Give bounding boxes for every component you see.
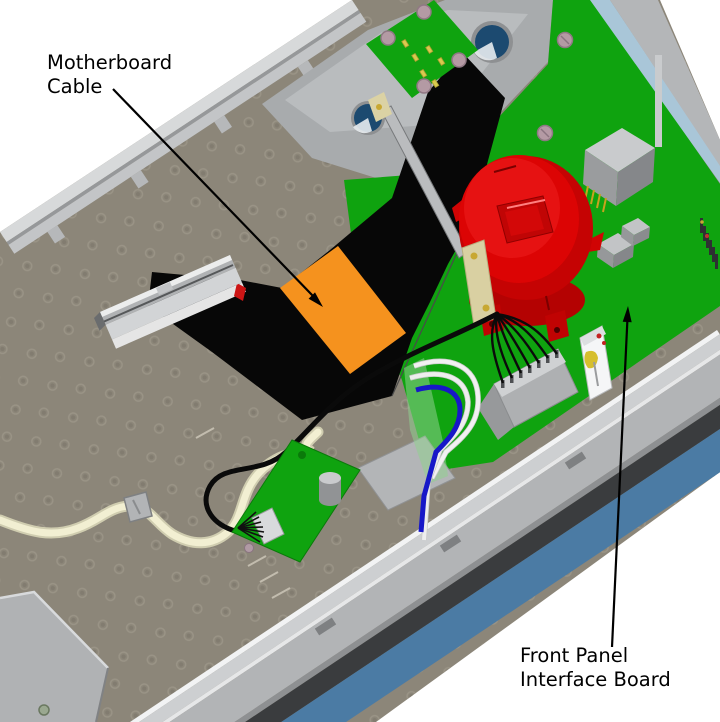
plate-leds xyxy=(401,38,446,89)
rail-standoff xyxy=(47,225,66,244)
speaker-slit xyxy=(493,165,517,173)
component-red-detail xyxy=(596,333,602,339)
top-rail-inner-band xyxy=(8,12,367,254)
connector-block xyxy=(597,218,650,268)
pcb-top-plate xyxy=(366,0,478,98)
front-trim-dark-band xyxy=(245,404,720,722)
top-rail-outer-band xyxy=(0,0,359,242)
connector-slot xyxy=(102,264,234,323)
corner-screw xyxy=(38,704,50,716)
rail-mid-band xyxy=(169,354,720,722)
ribbon-body xyxy=(148,52,505,420)
callout-labels: Motherboard Cable Front Panel Interface … xyxy=(47,51,671,691)
motherboard-cable-callout-line xyxy=(112,88,314,297)
speaker-pole-face xyxy=(505,205,544,236)
plate-screw xyxy=(380,4,467,94)
corner-bracket-highlight xyxy=(0,590,109,669)
bracket-screw xyxy=(482,304,490,312)
motherboard-cable-label-line1: Motherboard xyxy=(47,51,172,74)
side-panel xyxy=(610,0,720,166)
front-panel-board-label-line1: Front Panel xyxy=(520,644,628,667)
corner-bracket-body xyxy=(0,592,108,722)
mounting-bracket xyxy=(461,239,497,327)
fanned-wires xyxy=(490,312,558,384)
chassis-hole xyxy=(471,21,513,63)
corner-bracket xyxy=(0,590,109,722)
motherboard-cable-arrowhead xyxy=(308,292,323,307)
speaker xyxy=(452,155,604,342)
pcb-ribbon-connector-bar xyxy=(368,92,469,259)
cylinder-component xyxy=(319,472,341,506)
ribbon-orange-band xyxy=(280,246,406,374)
cable-clip xyxy=(123,491,153,523)
black-wire-bundle xyxy=(203,311,500,534)
corner-bracket-edge xyxy=(95,667,109,722)
connector-end-cap xyxy=(94,312,106,331)
speaker-foot-hole xyxy=(554,327,560,333)
speaker-foot xyxy=(545,310,569,342)
board-hole xyxy=(298,451,306,459)
harness-connector xyxy=(478,312,579,440)
rail-highlight-2 xyxy=(162,349,720,722)
front-panel-blue-edge xyxy=(281,429,720,722)
board-screw xyxy=(244,543,254,553)
motherboard-cable-label-line2: Cable xyxy=(47,75,102,98)
motherboard-ribbon-cable xyxy=(94,52,505,420)
front-panel-board-label-line2: Interface Board xyxy=(520,668,671,691)
pin-header xyxy=(700,218,718,269)
white-wire xyxy=(413,359,481,479)
speaker-pole-glint xyxy=(506,199,546,209)
panel-wires xyxy=(404,358,481,541)
bracket-screw xyxy=(470,252,478,260)
ribbon-white-stripe xyxy=(112,282,246,349)
speaker-tab xyxy=(588,232,604,252)
pcb-plate-surface xyxy=(366,0,478,98)
top-rail xyxy=(0,0,367,254)
relay-component xyxy=(583,128,655,213)
rail-standoff xyxy=(130,170,149,189)
ribbon-connector xyxy=(94,255,246,349)
rail-notch xyxy=(439,534,462,553)
front-panel-board-arrowhead xyxy=(622,306,632,323)
top-rail-shadow-line xyxy=(6,10,361,245)
standoff-screw xyxy=(376,104,382,110)
rail-dark-line xyxy=(234,397,720,722)
rail-notch xyxy=(314,617,337,636)
pcb-screw xyxy=(536,124,554,142)
blue-wire xyxy=(415,384,463,533)
ribbon-red-stripe xyxy=(234,283,246,301)
front-panel-board-callout-line xyxy=(610,317,629,648)
relay-pins xyxy=(584,185,607,213)
component-slot xyxy=(593,361,599,387)
panel-seam-marks xyxy=(195,427,291,599)
side-post xyxy=(655,55,662,147)
connector-front-face xyxy=(105,267,242,340)
rail-light-band xyxy=(139,334,720,722)
speaker-slit xyxy=(545,295,550,311)
splayed-wires xyxy=(237,511,265,543)
connector-latch xyxy=(156,282,173,295)
rail-standoff xyxy=(214,115,232,134)
pcb-screw xyxy=(556,31,574,49)
component-red-detail xyxy=(602,341,606,345)
rail-notch xyxy=(564,451,587,470)
fuse-holder-component xyxy=(579,325,613,401)
